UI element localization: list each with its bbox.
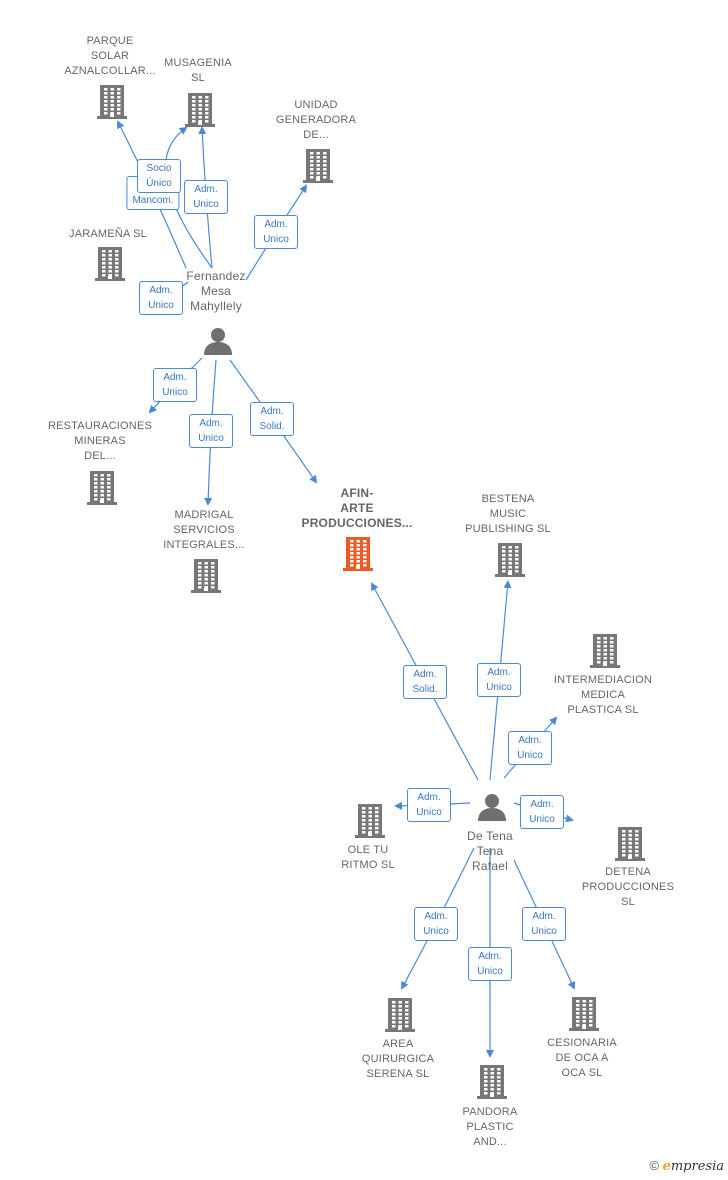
building-icon[interactable] [355,803,385,844]
company-name-label[interactable]: UNIDAD GENERADORA DE... [275,99,357,141]
person-name-label[interactable]: Fernandez Mesa Mahyllely [186,269,246,313]
company-name-label[interactable]: RESTAURACIONES MINERAS DEL... [47,420,153,462]
building-icon[interactable] [590,633,620,674]
focus-building-icon[interactable] [343,536,373,577]
relation-badge: Adm. Unico [508,731,552,765]
relation-badge: Adm. Unico [520,795,564,829]
company-name-label[interactable]: MUSAGENIA SL [164,57,232,84]
relation-badge: Adm. Unico [522,907,566,941]
relation-badge: Adm. Unico [477,663,521,697]
company-name-label[interactable]: PARQUE SOLAR AZNALCOLLAR... [64,35,156,77]
relation-badge: Adm. Unico [468,947,512,981]
person-icon[interactable] [203,326,233,361]
company-name-label[interactable]: AREA QUIRURGICA SERENA SL [361,1038,435,1080]
relation-badge: Adm. Solid. [403,665,447,699]
company-name-label[interactable]: MADRIGAL SERVICIOS INTEGRALES... [163,509,245,551]
building-icon[interactable] [95,246,125,287]
relation-badge: Adm. Unico [414,907,458,941]
company-name-label[interactable]: CESIONARIA DE OCA A OCA SL [547,1037,617,1079]
building-icon[interactable] [191,558,221,599]
relation-badge: Adm. Unico [139,281,183,315]
company-name-label[interactable]: JARAMEÑA SL [68,228,148,240]
company-name-label[interactable]: DETENA PRODUCCIONES SL [581,866,675,908]
relation-badge: Adm. Unico [184,180,228,214]
person-icon[interactable] [477,792,507,827]
relation-badge: Socio Único [137,159,181,193]
building-icon[interactable] [97,84,127,125]
building-icon[interactable] [477,1064,507,1105]
building-icon[interactable] [385,997,415,1038]
relation-badge: Adm. Unico [254,215,298,249]
building-icon[interactable] [569,996,599,1037]
relation-badge: Adm. Unico [189,414,233,448]
company-name-label[interactable]: INTERMEDIACION MEDICA PLASTICA SL [553,674,653,716]
company-name-label[interactable]: BESTENA MUSIC PUBLISHING SL [465,493,551,535]
building-icon[interactable] [615,826,645,867]
company-name-label[interactable]: AFIN- ARTE PRODUCCIONES... [301,486,413,530]
building-icon[interactable] [495,542,525,583]
relation-badge: Adm. Solid. [250,402,294,436]
company-name-label[interactable]: PANDORA PLASTIC AND... [462,1106,518,1148]
company-name-label[interactable]: OLE TU RITMO SL [341,844,395,871]
copyright-symbol: © [649,1158,659,1173]
relation-badge: Adm. Unico [407,788,451,822]
building-icon[interactable] [303,148,333,189]
building-icon[interactable] [185,92,215,133]
brand-logo: empresia [662,1159,724,1174]
relation-badge: Adm. Unico [153,368,197,402]
person-name-label[interactable]: De Tena Tena Rafael [467,829,513,873]
building-icon[interactable] [87,470,117,511]
footer-brand: © empresia [649,1158,724,1174]
